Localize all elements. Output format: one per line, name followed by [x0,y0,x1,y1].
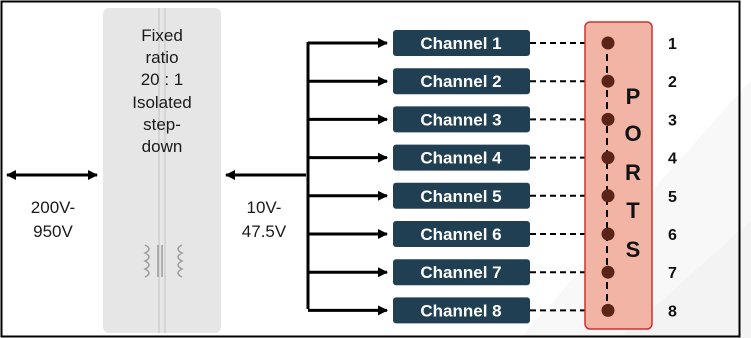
port-number: 2 [668,74,677,91]
channel-row: Channel 1 [308,30,600,56]
channel-row: Channel 2 [308,68,600,95]
output-voltage-line: 47.5V [242,222,287,241]
channel-label: Channel 8 [420,301,501,320]
port-dot [601,151,615,165]
channel-rows: Channel 1 Channel 2 Channel 3 Channel 4 Chan… [308,30,600,324]
port-dots [601,36,615,317]
channel-box [393,106,530,133]
output-voltage-line: 10V- [247,198,282,217]
input-voltage-line: 950V [33,222,73,241]
port-dot [601,112,615,126]
ports-letter: P [626,84,641,109]
channel-row: Channel 4 [308,144,600,171]
channel-label: Channel 1 [420,34,501,53]
channel-row: Channel 3 [308,106,600,133]
transformer-text-line: 20 : 1 [141,70,184,89]
channel-row: Channel 5 [308,182,600,209]
channel-row: Channel 8 [308,297,600,324]
port-number: 3 [668,112,677,129]
transformer-text-line: Isolated [132,93,192,112]
channel-box [393,144,530,171]
ports-letter: R [625,160,641,185]
transformer-panel [103,8,221,333]
channel-box [393,259,530,286]
port-dot [601,189,615,203]
channel-label: Channel 3 [420,110,501,129]
port-number: 5 [668,189,677,206]
transformer-text-line: ratio [145,48,178,67]
port-dot [601,265,615,279]
channel-box [393,30,530,56]
port-number: 6 [668,227,677,244]
ports-letter: O [624,121,641,146]
port-dot [601,74,615,88]
transformer-text-line: down [142,137,183,156]
input-voltage-line: 200V- [31,198,75,217]
transformer-text-line: Fixed [141,26,183,45]
port-number: 7 [668,265,677,282]
transformer-text-line: step- [143,115,181,134]
channel-row: Channel 7 [308,259,600,286]
channel-label: Channel 5 [420,187,501,206]
port-numbers: 1 2 3 4 5 6 7 8 [668,36,677,320]
ports-letter: T [626,198,640,223]
port-dot [601,303,615,317]
channel-row: Channel 6 [308,221,600,247]
transformer-block: Fixed ratio 20 : 1 Isolated step- down [103,8,221,333]
port-number: 1 [668,36,677,53]
channel-label: Channel 6 [420,225,501,244]
channel-box [393,297,530,324]
port-dot [601,36,615,50]
port-number: 8 [668,303,677,320]
channel-box [393,221,530,247]
channel-label: Channel 4 [420,149,502,168]
transformer-coil-icon [143,244,184,278]
port-dot [601,227,615,241]
ports-box [584,21,653,330]
ports-letter: S [626,237,641,262]
channel-box [393,68,530,95]
port-number: 4 [668,151,677,168]
channel-label: Channel 7 [420,263,501,282]
channel-label: Channel 2 [420,72,501,91]
channel-box [393,182,530,209]
